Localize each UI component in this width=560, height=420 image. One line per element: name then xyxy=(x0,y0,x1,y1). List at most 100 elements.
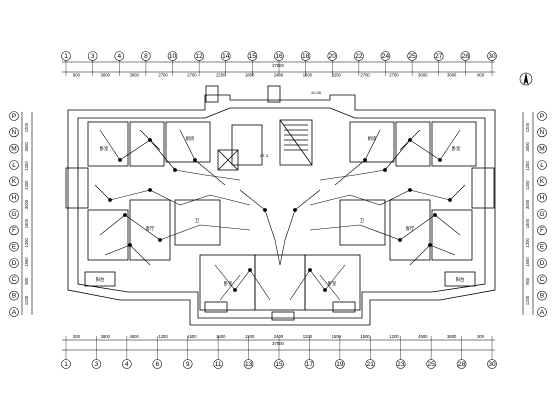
top-axis-13: 25 xyxy=(407,51,417,61)
fixture-8 xyxy=(248,268,252,272)
room-label-balcony-1: 阳台 xyxy=(96,276,105,283)
right-dim-0: 1200 xyxy=(525,122,530,132)
room-label-living-1: 客厅 xyxy=(146,225,155,232)
left-axis-1: N xyxy=(9,127,19,138)
wire-8 xyxy=(179,194,211,206)
right-axis-6-label: G xyxy=(539,211,544,218)
left-axis-5: H xyxy=(9,192,19,203)
fixture-m-6 xyxy=(398,238,402,242)
bottom-dim-5: 1500 xyxy=(216,334,226,339)
right-axis-7: F xyxy=(537,225,547,236)
top-axis-13-label: 25 xyxy=(409,53,417,60)
bottom-axis-2: 4 xyxy=(122,359,132,369)
wire-15 xyxy=(234,269,251,291)
wire-22 xyxy=(129,244,151,266)
wire-m-20 xyxy=(334,159,366,186)
top-axis-5-label: 12 xyxy=(196,53,204,60)
top-axis-12: 24 xyxy=(380,51,391,61)
right-axis-10: C xyxy=(537,274,547,285)
fixture-7 xyxy=(233,288,237,292)
fixture-1 xyxy=(148,138,152,142)
wire-m-24 xyxy=(284,209,296,241)
top-axis-8-label: 16 xyxy=(275,53,283,60)
bottom-dim-4: 1500 xyxy=(187,334,197,339)
top-axis-4: 10 xyxy=(167,51,178,61)
left-axis-7-label: F xyxy=(12,227,16,234)
top-axis-2: 4 xyxy=(114,51,125,61)
bottom-axis-13: 28 xyxy=(456,359,467,369)
wire-m-1 xyxy=(409,139,441,161)
wire-m-12 xyxy=(359,224,401,241)
room-label-toilet-2: 卫 xyxy=(360,218,365,223)
fixture-m-11 xyxy=(293,208,297,212)
bottom-axis-12: 25 xyxy=(426,359,436,369)
right-dim-7: 1500 xyxy=(525,257,530,267)
wire-m-4 xyxy=(319,174,356,181)
right-axis-10-label: C xyxy=(540,276,545,283)
bottom-axis-9-label: 19 xyxy=(336,361,344,368)
wire-1 xyxy=(119,139,151,161)
top-dim-1: 3600 xyxy=(101,73,111,78)
top-axis-7: 15 xyxy=(247,51,258,61)
left-axis-0-label: P xyxy=(12,113,16,120)
bottom-dim-6: 1200 xyxy=(245,334,255,339)
wire-6 xyxy=(109,189,151,201)
bottom-axis-0-label: 1 xyxy=(64,361,68,368)
right-axis-12: A xyxy=(537,307,547,317)
bottom-dim-2: 4500 xyxy=(130,334,140,339)
top-dim-7: 2400 xyxy=(274,73,284,78)
right-axis-4: K xyxy=(537,176,547,187)
top-axis-6: 14 xyxy=(220,51,231,61)
wire-3 xyxy=(174,169,206,176)
top-axis-12-label: 24 xyxy=(382,53,390,60)
bottom-axis-14: 30 xyxy=(487,359,497,369)
left-axis-11: B xyxy=(9,290,19,301)
left-axis-5-label: H xyxy=(12,194,17,201)
top-dim-13: 3600 xyxy=(447,73,457,78)
left-dim-3: 1200 xyxy=(24,180,29,190)
north-arrow-icon xyxy=(519,72,533,86)
left-dim-4: 3000 xyxy=(24,199,29,209)
left-axis-2-label: M xyxy=(11,145,16,152)
bottom-axis-5-label: 11 xyxy=(215,361,222,368)
bottom-dim-3: 1200 xyxy=(158,334,168,339)
bottom-axis-5: 11 xyxy=(213,359,223,369)
bottom-axis-6-label: 13 xyxy=(245,361,253,368)
right-axis-4-label: K xyxy=(540,178,545,185)
wire-23 xyxy=(239,189,266,211)
room-label-bedroom-2: 卧室 xyxy=(452,145,461,152)
left-axis-3: L xyxy=(9,160,19,170)
wire-4 xyxy=(204,174,241,181)
dimension-lines xyxy=(21,61,534,351)
top-axis-14: 27 xyxy=(433,51,444,61)
fixture-2 xyxy=(173,168,177,172)
left-axis-4: K xyxy=(9,176,19,187)
bottom-dim-14: 300 xyxy=(477,334,485,339)
building-walls xyxy=(65,85,496,326)
wire-7 xyxy=(149,189,181,206)
left-axis-8: E xyxy=(9,241,19,252)
top-axis-1-label: 3 xyxy=(91,53,95,60)
bottom-axis-8: 17 xyxy=(304,359,315,369)
room-label-living-2: 客厅 xyxy=(406,225,415,232)
top-dim-14: 900 xyxy=(477,73,485,78)
right-dim-2: 1200 xyxy=(525,161,530,171)
top-axis-9-label: 18 xyxy=(302,53,310,60)
bottom-dim-0: 300 xyxy=(73,334,81,339)
top-axis-16-label: 30 xyxy=(488,53,496,60)
wire-m-19 xyxy=(364,129,381,161)
wire-0 xyxy=(99,129,121,161)
bottom-dim-8: 1200 xyxy=(303,334,313,339)
bottom-axis-2-label: 4 xyxy=(125,361,129,368)
bottom-axis-3: 6 xyxy=(152,359,163,369)
top-axis-14-label: 27 xyxy=(435,53,443,60)
right-axis-3-label: L xyxy=(540,162,544,169)
fixture-m-9 xyxy=(363,158,367,162)
left-axis-2: M xyxy=(9,143,19,154)
fixture-11 xyxy=(263,208,267,212)
left-dim-5: 1500 xyxy=(24,218,29,228)
wire-19 xyxy=(179,129,196,161)
